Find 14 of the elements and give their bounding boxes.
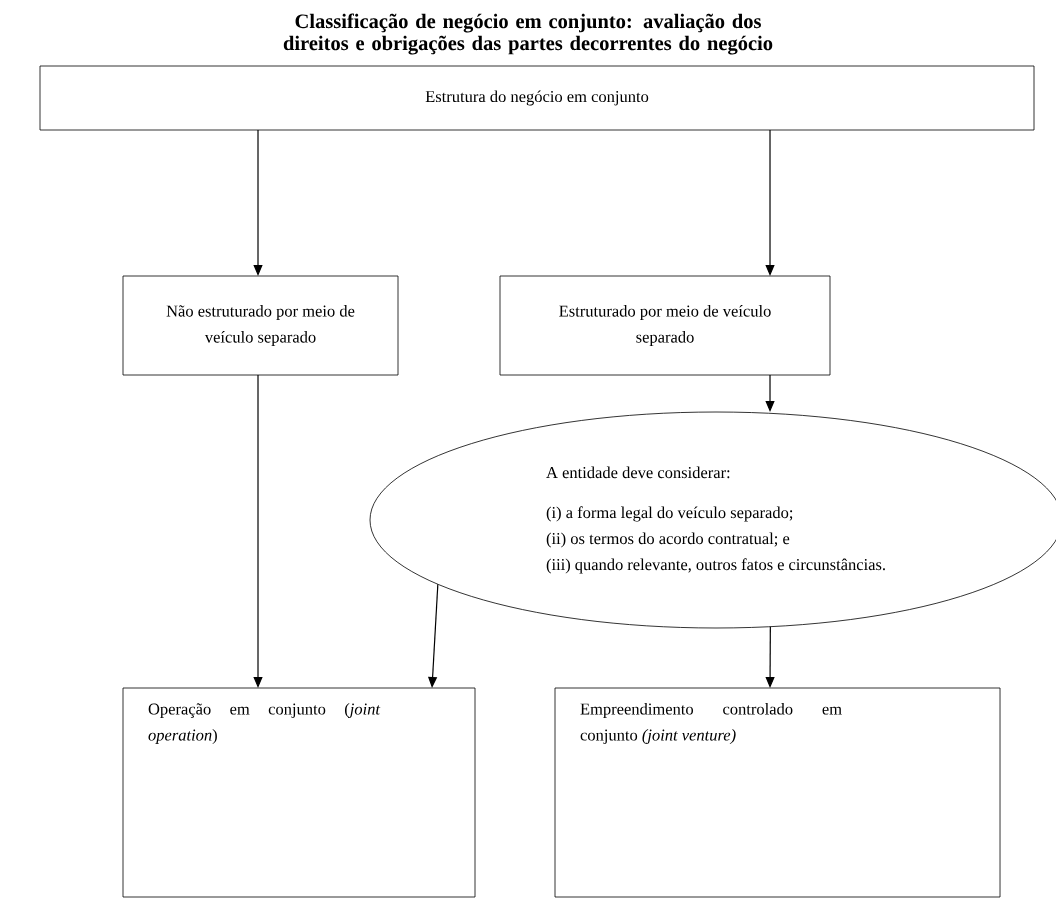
arrow (253, 129, 263, 276)
node-label: Estruturado por meio de veículo separado (559, 305, 771, 346)
title: Classificação de negócio em conjunto: avaliação dos direitos e obrigações das partes decorrentes do negócio (283, 13, 773, 55)
process-box (39, 65, 1035, 131)
arrow (765, 374, 775, 412)
process-box (122, 687, 476, 898)
node-label: Operação em conjunto (joint operation) (148, 703, 381, 744)
process-box (122, 275, 399, 376)
node-label: Estrutura do negócio em conjunto (425, 90, 649, 106)
process-box (554, 687, 1001, 898)
process-box (499, 275, 831, 376)
node-label: Não estruturado por meio de veículo separado (166, 305, 355, 346)
node-label: Empreendimento controlado em conjunto (joint venture) (580, 703, 842, 744)
arrow (765, 129, 775, 276)
